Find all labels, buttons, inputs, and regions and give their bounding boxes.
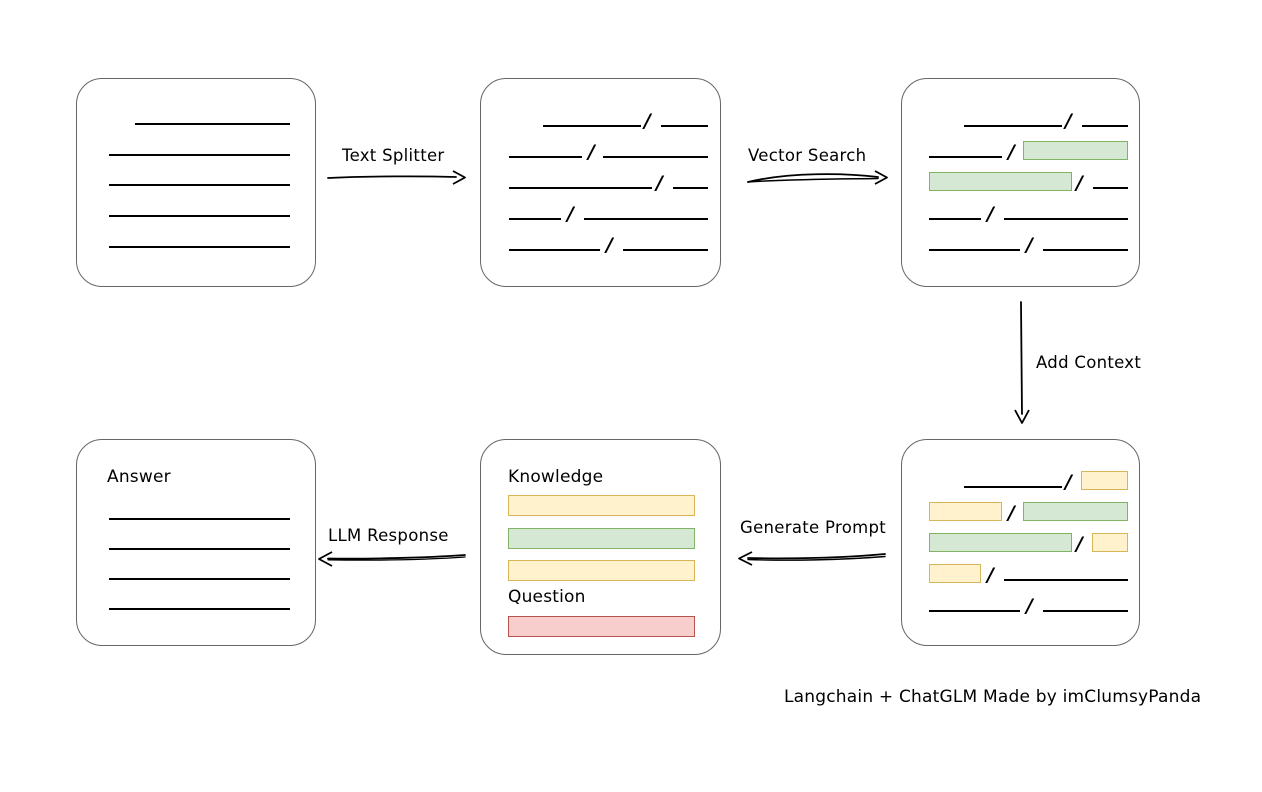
answer-box: Answer — [76, 439, 316, 646]
chunk-separator: / — [656, 172, 663, 194]
context-chunk-highlight — [929, 502, 1002, 521]
llm-response-arrow — [318, 551, 466, 567]
chunk-separator: / — [1026, 234, 1033, 256]
chunk-separator: / — [987, 564, 994, 586]
chunk-separator: / — [567, 203, 574, 225]
chunk-line — [623, 249, 708, 251]
chunk-line — [1004, 579, 1128, 581]
chunk-line — [964, 486, 1062, 488]
add-context-arrow — [1014, 301, 1030, 424]
chunk-line — [929, 610, 1020, 612]
retrieved-chunk-highlight — [929, 172, 1072, 191]
chunk-line — [1043, 249, 1128, 251]
answer-line — [109, 608, 290, 610]
vector-search-label: Vector Search — [748, 146, 867, 165]
chunk-line — [1093, 187, 1128, 189]
knowledge-bar — [508, 495, 695, 516]
llm-response-label: LLM Response — [328, 526, 449, 545]
knowledge-bar — [508, 528, 695, 549]
chunk-separator: / — [1076, 533, 1083, 555]
source-document-box — [76, 78, 316, 287]
text-splitter-arrow — [327, 170, 466, 185]
footer-credit: Langchain + ChatGLM Made by imClumsyPand… — [784, 687, 1202, 707]
generate-prompt-arrow — [738, 551, 886, 566]
text-splitter-label: Text Splitter — [342, 146, 445, 165]
chunk-line — [584, 218, 708, 220]
chunk-line — [1082, 125, 1128, 127]
context-chunk-highlight — [1023, 502, 1128, 521]
chunk-separator: / — [644, 110, 651, 132]
answer-line — [109, 518, 290, 520]
context-chunk-highlight — [929, 564, 981, 583]
chunk-line — [543, 125, 641, 127]
answer-line — [109, 578, 290, 580]
vector-search-arrow — [747, 170, 888, 185]
chunk-line — [929, 218, 981, 220]
chunk-separator: / — [1008, 141, 1015, 163]
chunk-line — [673, 187, 708, 189]
knowledge-bar — [508, 560, 695, 581]
chunk-line — [964, 125, 1062, 127]
split-chunks-box: / / / / / — [480, 78, 721, 287]
chunk-separator: / — [1076, 172, 1083, 194]
chunk-line — [509, 156, 582, 158]
chunk-line — [1043, 610, 1128, 612]
chunk-separator: / — [1065, 471, 1072, 493]
context-chunk-highlight — [1081, 471, 1128, 490]
generate-prompt-label: Generate Prompt — [740, 518, 886, 537]
retrieved-chunks-box: / / / / / — [901, 78, 1140, 287]
chunk-line — [509, 218, 561, 220]
document-line — [109, 184, 290, 186]
chunk-separator: / — [1008, 502, 1015, 524]
chunk-line — [509, 249, 600, 251]
document-line — [109, 246, 290, 248]
context-chunks-box: / / / / / — [901, 439, 1140, 646]
knowledge-label: Knowledge — [508, 467, 604, 487]
question-bar — [508, 616, 695, 637]
retrieved-chunk-highlight — [1023, 141, 1128, 160]
chunk-separator: / — [1065, 110, 1072, 132]
chunk-separator: / — [1026, 595, 1033, 617]
chunk-line — [661, 125, 708, 127]
generated-prompt-box: Knowledge Question — [480, 439, 721, 655]
chunk-line — [509, 187, 652, 189]
add-context-label: Add Context — [1036, 353, 1142, 372]
context-chunk-highlight — [1092, 533, 1128, 552]
chunk-line — [603, 156, 708, 158]
chunk-separator: / — [606, 234, 613, 256]
chunk-line — [1004, 218, 1128, 220]
chunk-separator: / — [588, 141, 595, 163]
question-label: Question — [508, 587, 586, 607]
chunk-line — [929, 156, 1002, 158]
document-line — [109, 154, 290, 156]
context-chunk-highlight — [929, 533, 1072, 552]
document-line — [135, 123, 290, 125]
chunk-line — [929, 249, 1020, 251]
answer-line — [109, 548, 290, 550]
answer-label: Answer — [107, 467, 171, 487]
document-line — [109, 215, 290, 217]
chunk-separator: / — [987, 203, 994, 225]
